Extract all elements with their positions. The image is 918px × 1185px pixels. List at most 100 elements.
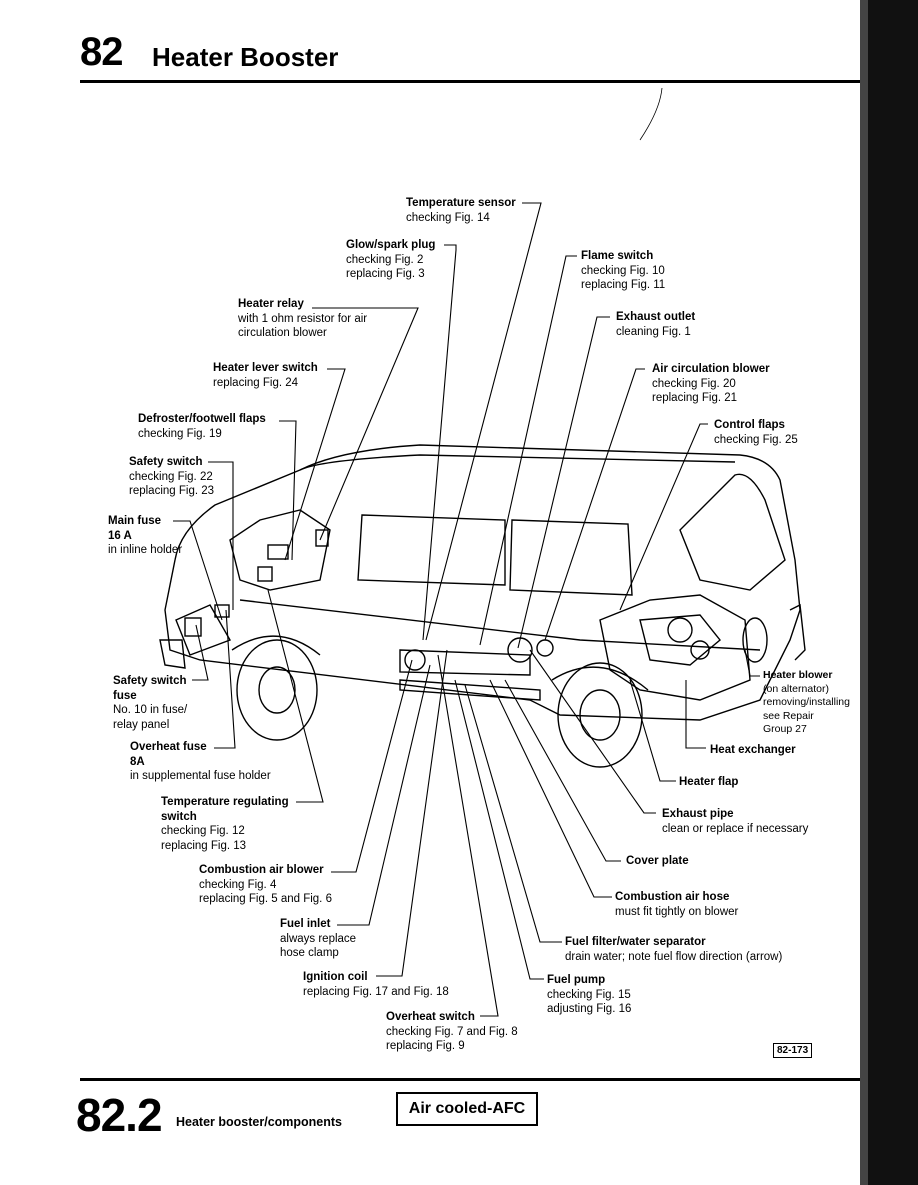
label-detail: Group 27 (763, 723, 807, 735)
label-heater-flap: Heater flap (679, 775, 738, 790)
label-heater-blower: Heater blower (on alternator) removing/i… (763, 669, 850, 737)
label-detail: replacing Fig. 24 (213, 376, 299, 389)
label-main-fuse: Main fuse 16 A in inline holder (108, 514, 182, 558)
label-name: Flame switch (581, 250, 654, 262)
label-detail: replacing Fig. 13 (161, 839, 247, 852)
label-control-flaps: Control flaps checking Fig. 25 (714, 418, 798, 447)
label-detail: hose clamp (280, 947, 339, 959)
label-exhaust-pipe: Exhaust pipe clean or replace if necessa… (662, 807, 808, 836)
label-name: Temperature sensor (406, 197, 516, 209)
label-name: Defroster/footwell flaps (138, 413, 266, 425)
footer-title: Heater booster/components (176, 1115, 343, 1129)
page-edge-shadow (868, 0, 918, 1185)
footer-rule (80, 1078, 860, 1081)
page-title: Heater Booster (152, 42, 339, 72)
label-name: Fuel inlet (280, 918, 331, 930)
label-detail: replacing Fig. 5 and Fig. 6 (199, 893, 332, 905)
label-name: Exhaust pipe (662, 808, 734, 820)
label-detail: relay panel (113, 718, 170, 731)
label-detail: replacing Fig. 3 (346, 268, 425, 280)
header-rule (80, 80, 860, 83)
label-detail: checking Fig. 7 and Fig. 8 (386, 1025, 518, 1038)
label-detail: 8A (130, 755, 145, 768)
label-name: Heater flap (679, 776, 739, 788)
label-detail: in inline holder (108, 544, 183, 556)
label-defroster-flaps: Defroster/footwell flaps checking Fig. 1… (138, 412, 266, 441)
label-detail: (on alternator) (763, 682, 829, 695)
label-heat-exchanger: Heat exchanger (710, 743, 796, 758)
label-name: Heater relay (238, 298, 304, 310)
label-detail: 16 A (108, 529, 132, 542)
label-detail: replacing Fig. 21 (652, 392, 738, 404)
label-fuel-pump: Fuel pump checking Fig. 15 adjusting Fig… (547, 973, 631, 1017)
label-ignition-coil: Ignition coil replacing Fig. 17 and Fig.… (303, 970, 449, 999)
label-name: Overheat fuse (130, 741, 207, 753)
label-fuel-inlet: Fuel inlet always replace hose clamp (280, 917, 356, 961)
label-detail: checking Fig. 10 (581, 264, 665, 277)
label-heater-lever-switch: Heater lever switch replacing Fig. 24 (213, 361, 318, 390)
label-name: Air circulation blower (652, 363, 770, 375)
label-name: Main fuse (108, 515, 162, 527)
label-name: Fuel filter/water separator (565, 936, 706, 948)
model-badge: Air cooled-AFC (396, 1092, 538, 1126)
label-cover-plate: Cover plate (626, 854, 689, 869)
label-name: Heater lever switch (213, 362, 318, 374)
label-name: Combustion air blower (199, 864, 324, 876)
label-detail: checking Fig. 19 (138, 427, 222, 440)
label-detail: always replace (280, 932, 357, 945)
label-glow-spark-plug: Glow/spark plug checking Fig. 2 replacin… (346, 238, 435, 282)
label-air-circulation-blower: Air circulation blower checking Fig. 20 … (652, 362, 770, 406)
label-detail: checking Fig. 2 (346, 253, 424, 266)
section-number: 82 (80, 30, 123, 74)
label-combustion-air-blower: Combustion air blower checking Fig. 4 re… (199, 863, 332, 907)
label-detail: checking Fig. 25 (714, 433, 798, 446)
label-overheat-fuse: Overheat fuse 8A in supplemental fuse ho… (130, 740, 271, 784)
label-name: Exhaust outlet (616, 311, 696, 323)
label-name: Heat exchanger (710, 744, 796, 756)
label-safety-switch-fuse: Safety switch fuse No. 10 in fuse/ relay… (113, 674, 187, 732)
label-detail: in supplemental fuse holder (130, 770, 271, 782)
label-safety-switch: Safety switch checking Fig. 22 replacing… (129, 455, 214, 499)
label-detail: replacing Fig. 11 (581, 279, 666, 291)
label-name: Overheat switch (386, 1011, 475, 1023)
label-detail: replacing Fig. 23 (129, 485, 215, 497)
label-fuel-filter: Fuel filter/water separator drain water;… (565, 935, 782, 964)
label-detail: switch (161, 810, 197, 823)
label-detail: checking Fig. 15 (547, 988, 631, 1001)
label-detail: cleaning Fig. 1 (616, 325, 691, 338)
label-name: Glow/spark plug (346, 239, 436, 251)
label-combustion-air-hose: Combustion air hose must fit tightly on … (615, 890, 738, 919)
label-detail: checking Fig. 4 (199, 878, 277, 891)
label-detail: No. 10 in fuse/ (113, 704, 188, 716)
page-number: 82.2 (76, 1089, 163, 1141)
label-name: Fuel pump (547, 974, 606, 986)
page-edge-shadow-inner (860, 0, 868, 1185)
label-detail: replacing Fig. 17 and Fig. 18 (303, 985, 449, 998)
label-overheat-switch: Overheat switch checking Fig. 7 and Fig.… (386, 1010, 518, 1054)
label-detail: checking Fig. 20 (652, 377, 736, 390)
label-name: Temperature regulating (161, 796, 289, 808)
label-detail: adjusting Fig. 16 (547, 1003, 632, 1015)
label-exhaust-outlet: Exhaust outlet cleaning Fig. 1 (616, 310, 695, 339)
label-name: Safety switch (129, 456, 203, 468)
label-detail: with 1 ohm resistor for air (238, 312, 368, 325)
label-detail: checking Fig. 12 (161, 825, 245, 837)
label-name: Control flaps (714, 419, 785, 431)
label-name: Heater blower (763, 669, 833, 681)
label-detail: clean or replace if necessary (662, 822, 809, 835)
label-name: Combustion air hose (615, 891, 730, 903)
label-detail: checking Fig. 22 (129, 470, 213, 483)
label-flame-switch: Flame switch checking Fig. 10 replacing … (581, 249, 665, 293)
figure-reference: 82-173 (773, 1043, 813, 1058)
label-detail: checking Fig. 14 (406, 211, 490, 224)
label-name: Cover plate (626, 855, 689, 867)
label-detail: drain water; note fuel flow direction (a… (565, 950, 783, 963)
label-detail: fuse (113, 689, 137, 702)
label-name: Safety switch (113, 675, 187, 687)
label-temperature-sensor: Temperature sensor checking Fig. 14 (406, 196, 516, 225)
label-name: Ignition coil (303, 971, 368, 983)
label-temp-regulating-switch: Temperature regulating switch checking F… (161, 795, 289, 853)
label-heater-relay: Heater relay with 1 ohm resistor for air… (238, 297, 367, 341)
label-detail: must fit tightly on blower (615, 905, 739, 918)
